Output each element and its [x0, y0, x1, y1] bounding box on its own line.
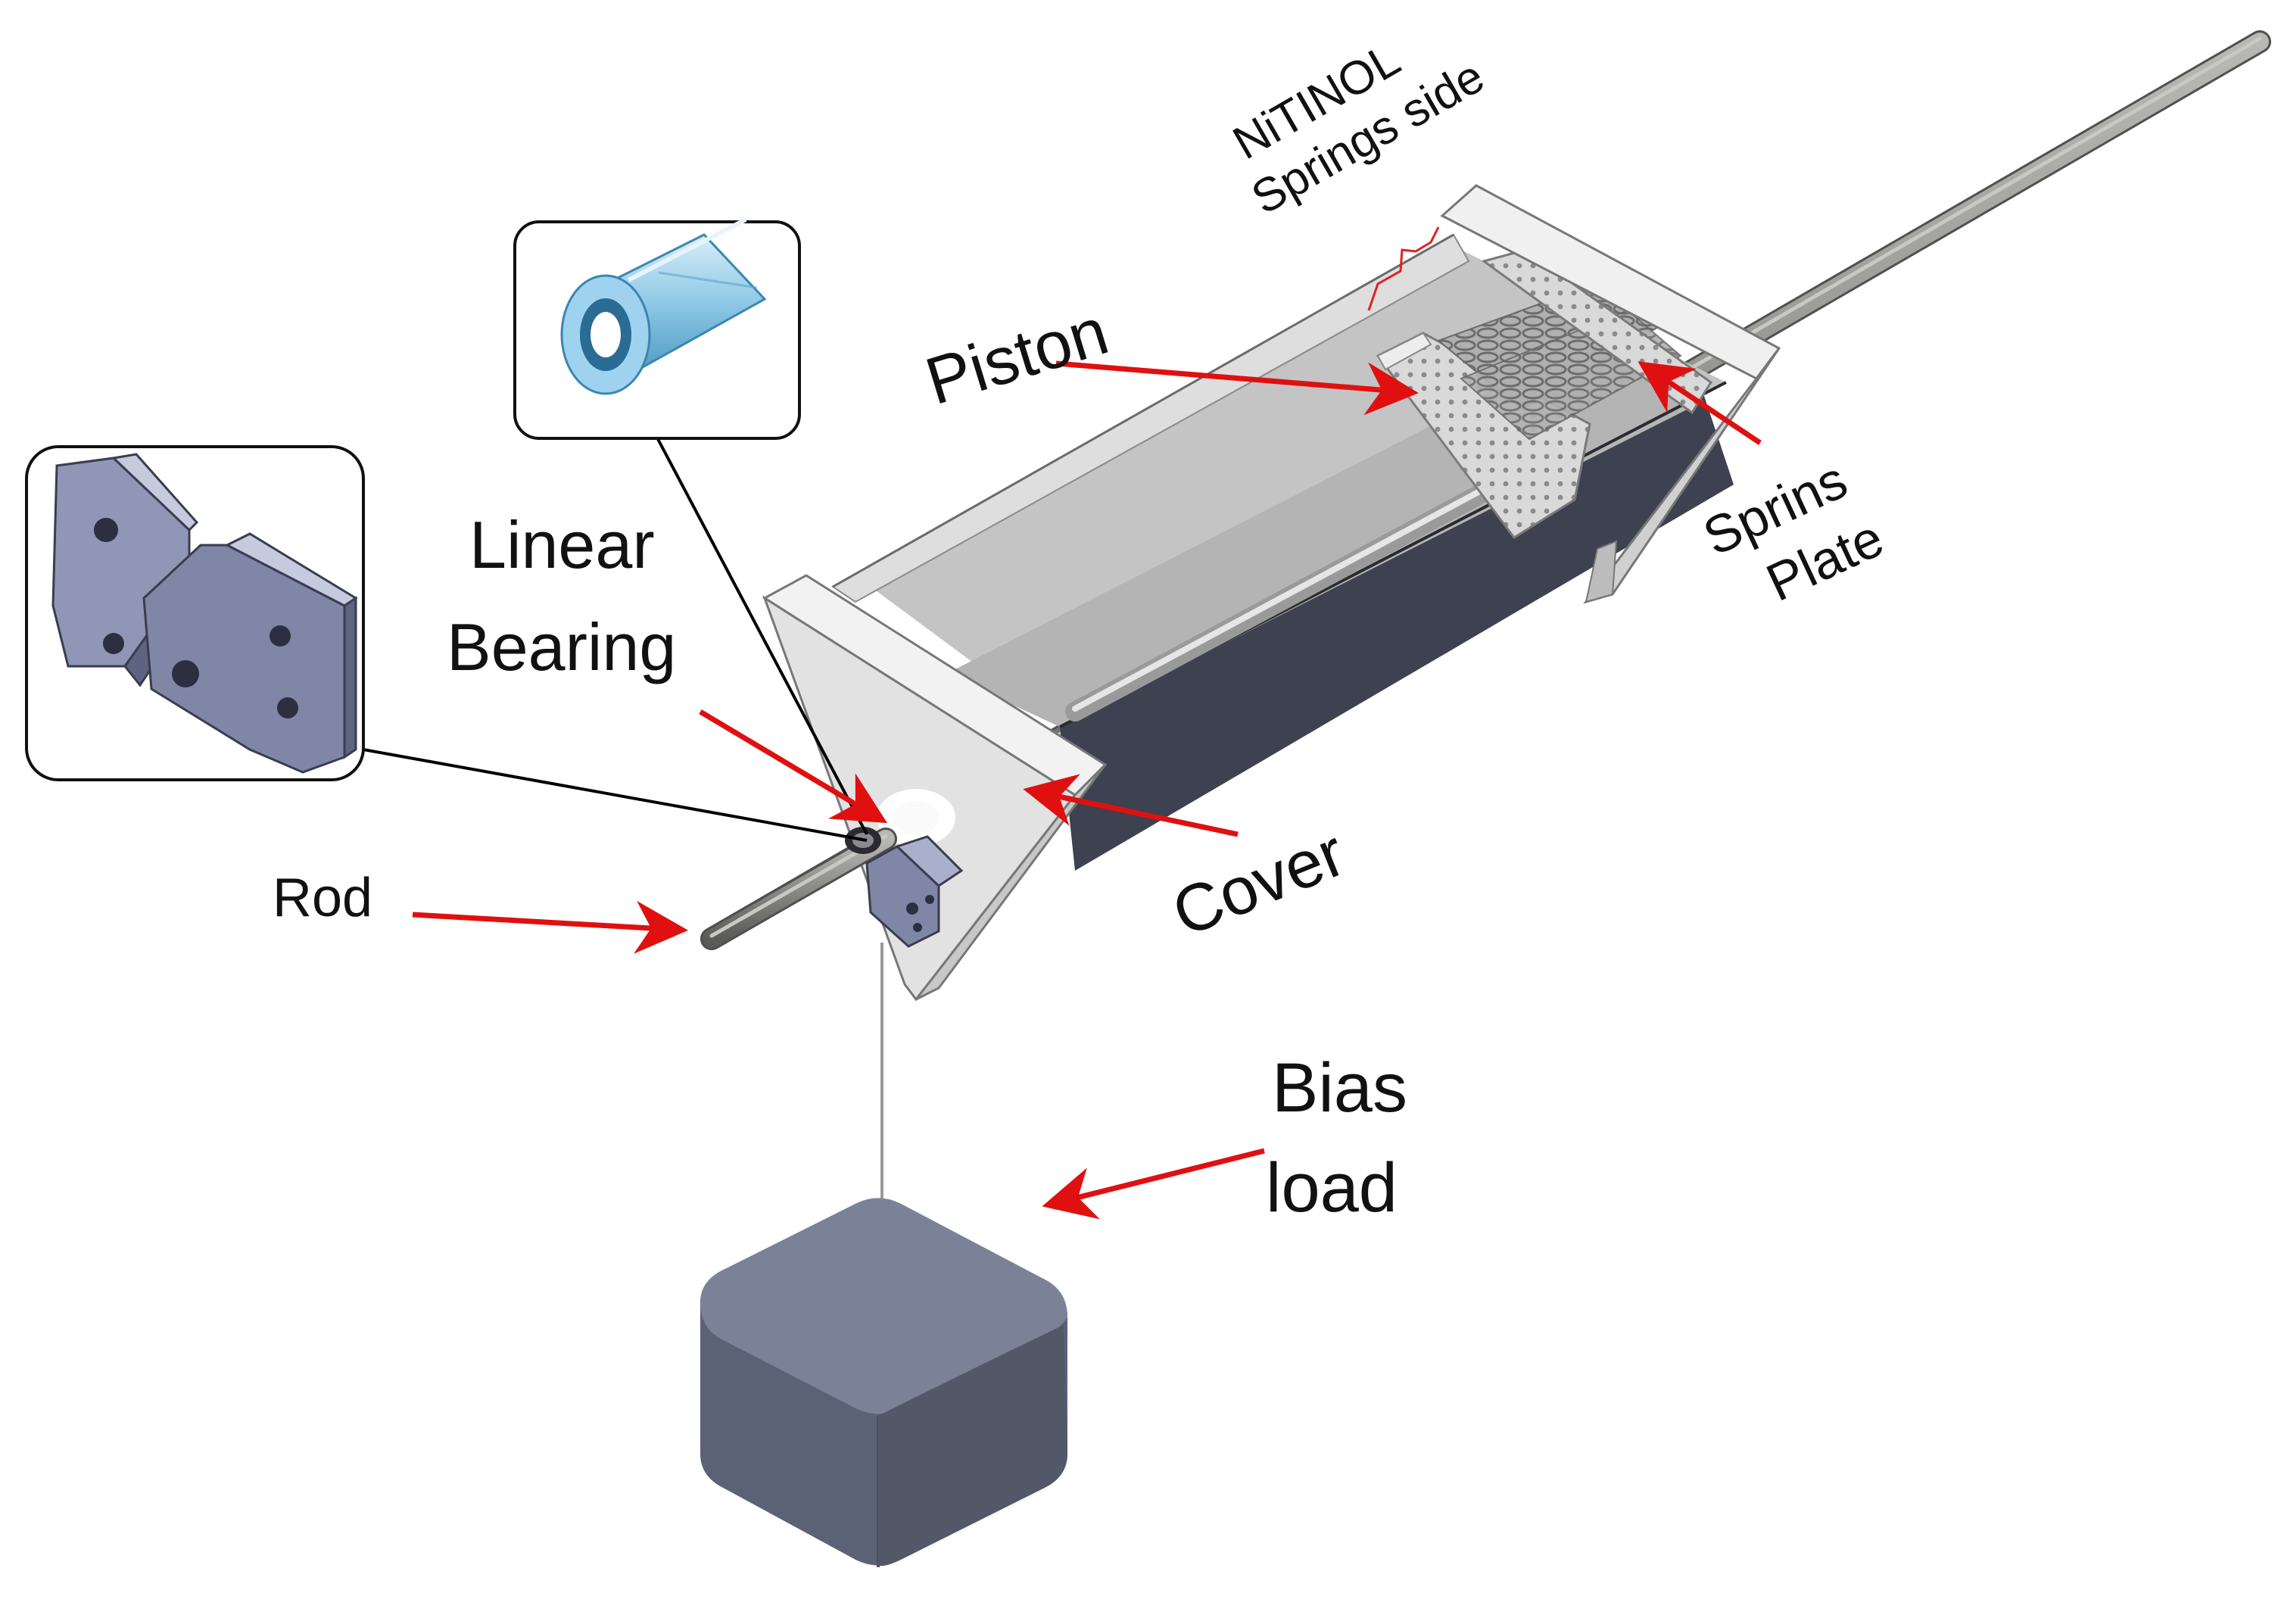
label-cover-text: Cover — [1162, 815, 1355, 951]
springs-side-brace — [1367, 226, 1440, 311]
bearing-leader-line — [656, 437, 868, 835]
linear-bearing-arrow — [699, 709, 888, 824]
piston — [1376, 332, 1591, 540]
label-bias-load: Bias load — [1266, 1049, 1407, 1227]
label-piston-text: Piston — [918, 293, 1117, 419]
piston-shaft — [1065, 482, 1494, 722]
linear-bearing-inset — [513, 217, 801, 440]
mounting-bracket-on-rod — [865, 835, 964, 948]
bias-weight-icon — [700, 1198, 1067, 1567]
label-piston: Piston — [918, 293, 1117, 419]
springs-plate-arrow — [1638, 361, 1762, 445]
label-bias-line2: load — [1266, 1149, 1398, 1227]
mounting-bracket-inset — [25, 445, 365, 781]
label-linear-line2: Bearing — [447, 609, 676, 684]
pointer-arrows — [412, 360, 1762, 1220]
bearing-hole — [877, 789, 955, 846]
label-cover: Cover — [1162, 815, 1355, 951]
label-linear-bearing: Linear Bearing — [447, 507, 676, 684]
bias-load-arrow — [1042, 1148, 1265, 1220]
label-linear-line1: Linear — [469, 507, 655, 582]
cover-arrow — [1023, 774, 1239, 837]
label-rod: Rod — [273, 868, 372, 928]
rod-arrow — [412, 900, 688, 954]
linear-bearing-icon — [560, 217, 767, 395]
back-end-cover — [1440, 184, 1781, 604]
label-nitinol: NiTINOL Springs side — [1225, 33, 1493, 225]
bracket-leader-line — [363, 748, 868, 842]
mounting-bracket-icon — [51, 453, 358, 774]
piston-arrow — [1055, 360, 1419, 416]
label-bias-line1: Bias — [1272, 1049, 1407, 1127]
